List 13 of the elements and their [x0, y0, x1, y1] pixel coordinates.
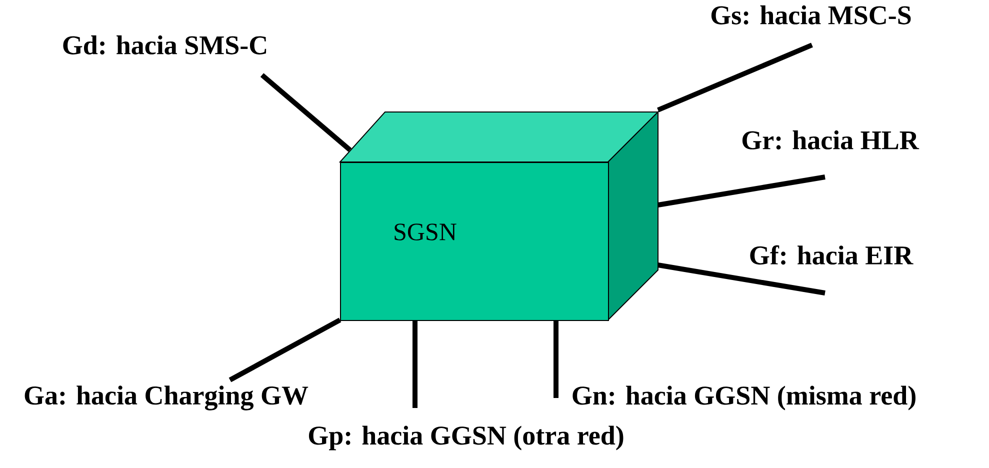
interface-label: Gd: hacia SMS-C	[63, 35, 266, 55]
interface-label: Gf: hacia EIR	[750, 245, 914, 265]
connector-line	[412, 320, 418, 408]
interface-label: Gr: hacia HLR	[742, 130, 920, 150]
connector-line	[657, 42, 813, 112]
interface-label: Gp: hacia GGSN (otra red)	[308, 426, 624, 450]
connector-line	[658, 262, 826, 296]
interface-label: Gn: hacia GGSN (misma red)	[572, 386, 916, 410]
connector-line	[260, 73, 352, 152]
interface-label: Ga: hacia Charging GW	[24, 386, 308, 410]
connector-line	[554, 320, 558, 398]
interface-label: Gs: hacia MSC-S	[711, 5, 911, 25]
connector-line	[228, 318, 342, 382]
